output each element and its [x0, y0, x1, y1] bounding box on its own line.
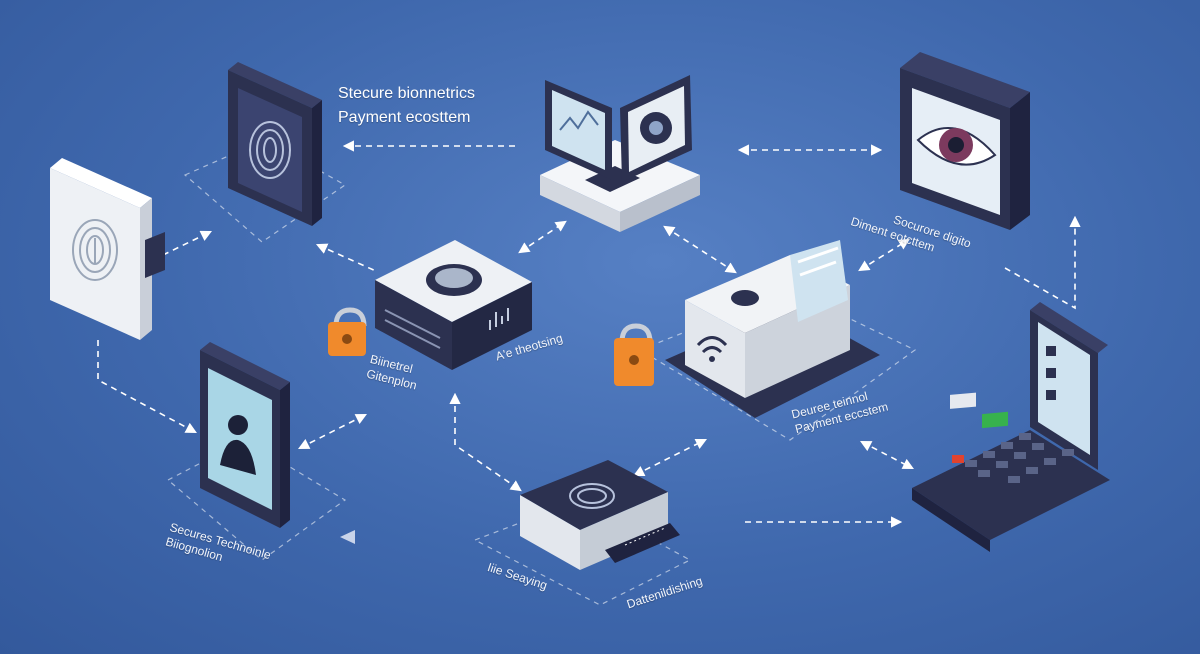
smartphone: [200, 342, 290, 528]
eye-scanner: [900, 52, 1030, 230]
keypad-icon: [965, 433, 1074, 483]
lock-icon: [328, 307, 367, 356]
monitor-station: [540, 75, 700, 232]
keypad-laptop: [912, 302, 1110, 552]
diagram-title: Stecure bionnetrics Payment ecosttem: [338, 82, 475, 130]
wifi-icon: [696, 336, 728, 354]
eye-icon: [916, 127, 997, 166]
lock-icon: [614, 323, 654, 386]
fingerprint-icon: [72, 219, 118, 281]
title-line-2: Payment ecosttem: [338, 109, 471, 126]
payment-terminal: [665, 240, 880, 418]
left-pointer-icon: [340, 530, 355, 544]
title-line-1: Stecure bionnetrics: [338, 85, 475, 102]
fingerprint-sensor: [228, 62, 322, 226]
fingerprint-tablet: [50, 158, 165, 340]
fingerprint-icon: [249, 121, 291, 179]
fingerprint-icon: [569, 483, 615, 509]
person-icon: [220, 415, 256, 475]
fingerprint-reader: [520, 460, 680, 570]
central-hub: [375, 240, 532, 370]
connector-arrows: [97, 140, 1081, 528]
